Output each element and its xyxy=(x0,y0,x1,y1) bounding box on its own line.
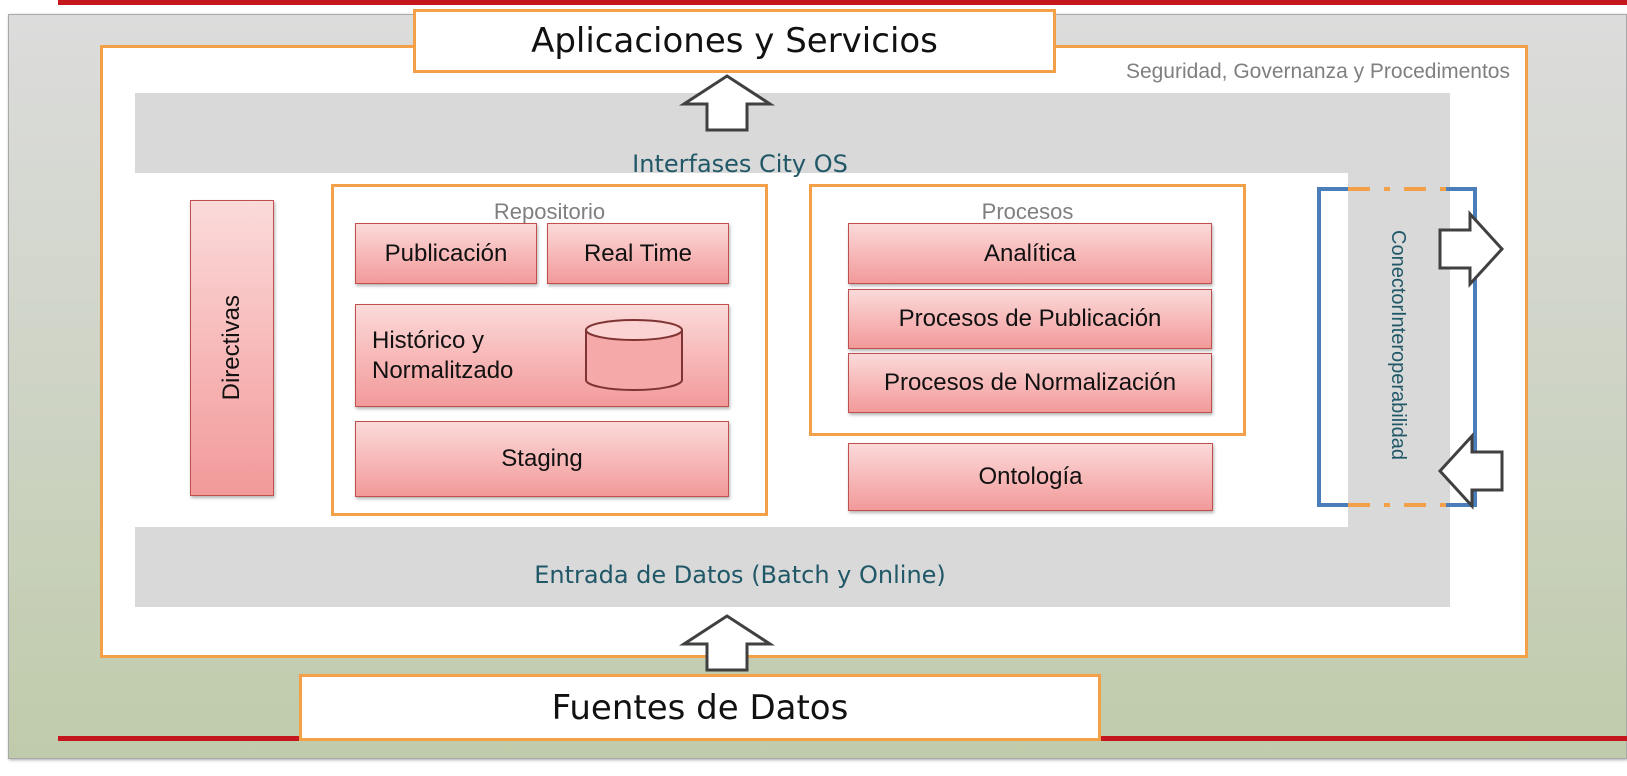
historico-line1: Histórico y xyxy=(372,326,485,354)
conector-frame xyxy=(1317,187,1477,507)
real-time-box: Real Time xyxy=(547,223,729,284)
up-arrow-icon xyxy=(678,614,776,672)
historico-line2: Normalitzado xyxy=(372,356,514,384)
historico-label: Histórico y Normalitzado xyxy=(372,326,513,386)
conector-label: Conector Interoperabilidad xyxy=(1366,200,1430,490)
entrada-band xyxy=(135,527,1450,607)
interfaces-label: Interfases City OS xyxy=(632,150,848,178)
up-arrow-icon xyxy=(678,74,776,132)
procesos-publicacion-box: Procesos de Publicación xyxy=(848,289,1212,349)
ontologia-box: Ontología xyxy=(848,443,1213,511)
governance-label: Seguridad, Governanza y Procedimentos xyxy=(1125,60,1510,83)
fuentes-datos-box: Fuentes de Datos xyxy=(299,674,1101,741)
left-arrow-icon xyxy=(1437,432,1504,510)
repositorio-title: Repositorio xyxy=(493,199,606,224)
conector-line1: Conector xyxy=(1387,229,1409,312)
aplicaciones-servicios-box: Aplicaciones y Servicios xyxy=(413,9,1056,73)
database-icon xyxy=(585,319,683,391)
procesos-title: Procesos xyxy=(981,199,1074,224)
directivas-box: Directivas xyxy=(190,200,274,496)
entrada-label: Entrada de Datos (Batch y Online) xyxy=(534,561,946,589)
procesos-frame xyxy=(809,184,1246,436)
publicacion-box: Publicación xyxy=(355,223,537,284)
top-red-line xyxy=(58,0,1627,5)
conector-line2: Interoperabilidad xyxy=(1387,311,1409,461)
interfaces-band xyxy=(135,93,1450,173)
staging-box: Staging xyxy=(355,421,729,497)
right-arrow-icon xyxy=(1438,210,1505,288)
band-right-connector xyxy=(1348,170,1450,530)
directivas-label: Directivas xyxy=(218,295,245,401)
analitica-box: Analítica xyxy=(848,223,1212,284)
repositorio-frame xyxy=(331,184,768,516)
procesos-normalizacion-box: Procesos de Normalización xyxy=(848,353,1212,413)
